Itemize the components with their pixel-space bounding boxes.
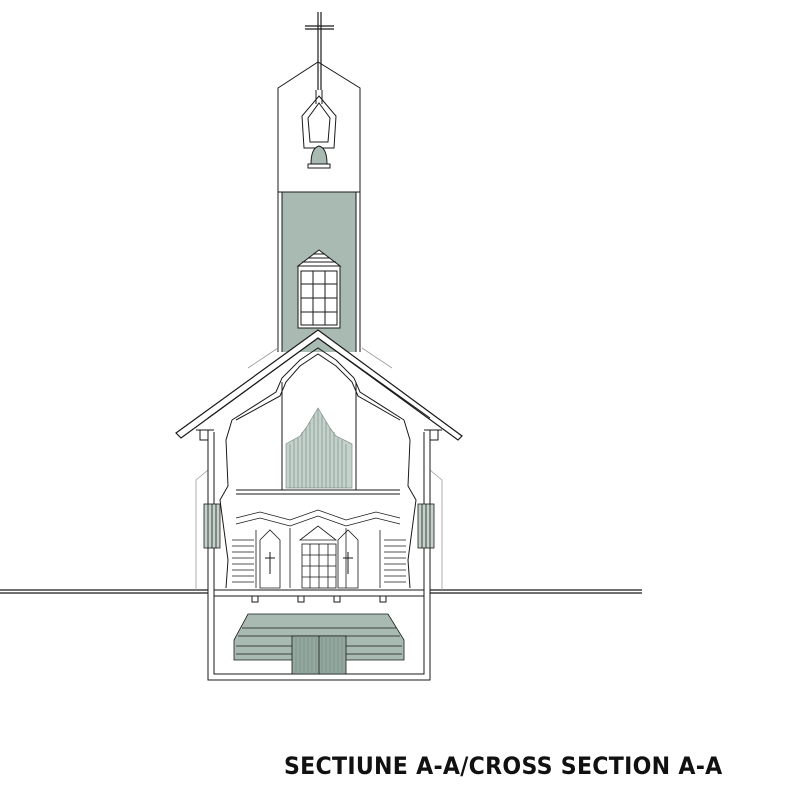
organ xyxy=(285,407,353,489)
iconostasis xyxy=(235,509,401,589)
cross-icon xyxy=(305,12,334,90)
section-caption: SECTIUNE A-A/CROSS SECTION A-A xyxy=(284,752,723,780)
side-stairs xyxy=(232,539,406,583)
side-annexes xyxy=(195,347,443,590)
crypt xyxy=(233,613,405,675)
tower-window xyxy=(296,249,342,329)
ground-line xyxy=(0,589,642,594)
main-roof xyxy=(175,329,463,441)
floor-slab xyxy=(214,589,424,603)
bell-icon xyxy=(301,90,337,169)
door-cross-icons xyxy=(265,552,353,574)
nave-vault xyxy=(219,347,417,589)
side-balconies xyxy=(203,503,435,549)
